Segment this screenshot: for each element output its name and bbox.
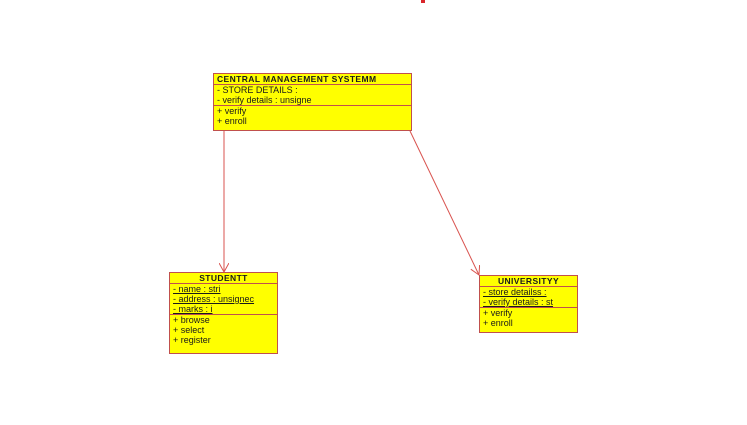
attributes-section: - STORE DETAILS : - verify details : uns… bbox=[214, 84, 411, 105]
attribute: - name : stri bbox=[173, 284, 221, 294]
class-name: CENTRAL MANAGEMENT SYSTEMM bbox=[217, 74, 377, 84]
attribute: - store detailss : bbox=[483, 287, 547, 297]
class-name: STUDENTT bbox=[199, 273, 248, 283]
class-name: UNIVERSITYY bbox=[497, 276, 560, 286]
operation: + enroll bbox=[483, 318, 513, 328]
operations-section: + verify + enroll bbox=[214, 105, 411, 126]
attribute: - verify details : st bbox=[483, 297, 554, 307]
operations-section: + verify + enroll bbox=[480, 307, 577, 328]
operation: + verify bbox=[217, 106, 247, 116]
class-central-management-system[interactable]: CENTRAL MANAGEMENT SYSTEMM - STORE DETAI… bbox=[213, 73, 412, 131]
class-university[interactable]: UNIVERSITYY - store detailss : - verify … bbox=[479, 275, 578, 333]
operation: + enroll bbox=[217, 116, 247, 126]
attributes-section: - store detailss : - verify details : st bbox=[480, 286, 577, 307]
association-cms-to-university[interactable] bbox=[409, 130, 479, 275]
accent-mark bbox=[421, 0, 425, 3]
operation: + verify bbox=[483, 308, 513, 318]
attribute: - marks : i bbox=[173, 304, 213, 314]
class-student[interactable]: STUDENTT - name : stri - address : unsig… bbox=[169, 272, 278, 354]
operations-section: + browse + select + register bbox=[170, 314, 277, 345]
operation: + browse bbox=[173, 315, 210, 325]
attribute: - address : unsignec bbox=[173, 294, 255, 304]
operation: + register bbox=[173, 335, 211, 345]
attribute: - STORE DETAILS : bbox=[217, 85, 298, 95]
operation: + select bbox=[173, 325, 205, 335]
attributes-section: - name : stri - address : unsignec - mar… bbox=[170, 283, 277, 314]
attribute: - verify details : unsigne bbox=[217, 95, 312, 105]
